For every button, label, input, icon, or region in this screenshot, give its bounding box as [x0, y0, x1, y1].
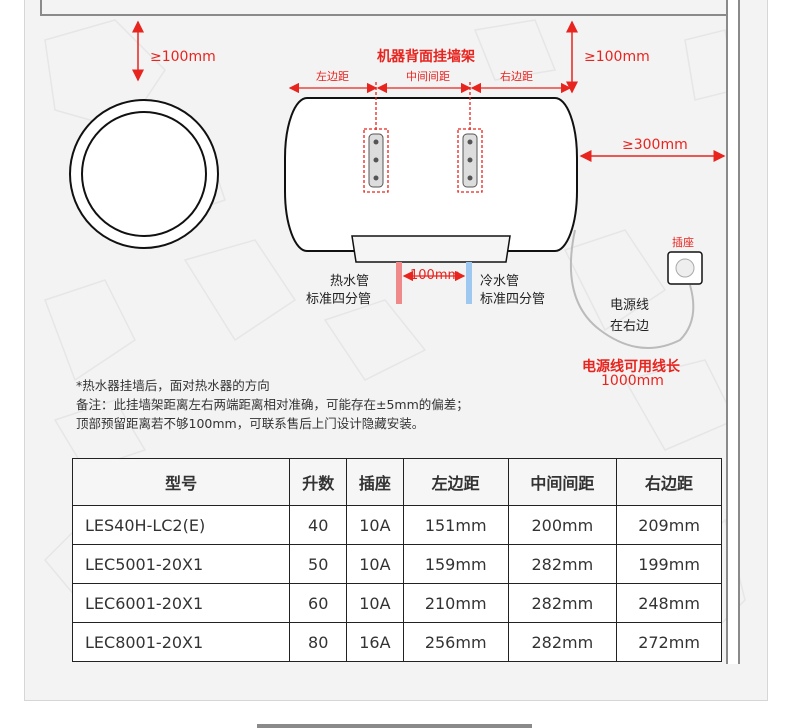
cell-capacity: 60	[289, 583, 348, 623]
top-clearance-left-label: ≥100mm	[150, 49, 216, 65]
cell-model: LEC8001-20X1	[71, 622, 291, 662]
header-left-distance: 左边距	[402, 458, 509, 506]
cell-model: LES40H-LC2(E)	[71, 505, 291, 545]
cell-left-distance: 159mm	[402, 544, 509, 584]
table-row: LES40H-LC2(E) 40 10A 151mm 200mm 209mm	[71, 505, 722, 545]
table-header-row: 型号 升数 插座 左边距 中间间距 右边距	[71, 458, 722, 506]
cell-left-distance: 151mm	[402, 505, 509, 545]
right-distance-label: 右边距	[500, 70, 533, 83]
header-right-distance: 右边距	[616, 458, 722, 506]
cord-label-line1: 电源线	[610, 298, 650, 313]
left-distance-label: 左边距	[316, 70, 349, 83]
socket-label: 插座	[672, 236, 694, 249]
cell-capacity: 80	[289, 622, 348, 662]
cell-right-distance: 209mm	[616, 505, 722, 545]
cell-middle-distance: 282mm	[507, 583, 618, 623]
cord-length-line2: 1000mm	[601, 373, 664, 389]
table-row: LEC5001-20X1 50 10A 159mm 282mm 199mm	[71, 544, 722, 584]
cold-pipe-spec: 标准四分管	[480, 292, 546, 307]
wall-right-outline	[726, 0, 740, 664]
power-cord	[569, 229, 695, 349]
table-row: LEC8001-20X1 80 16A 256mm 282mm 272mm	[71, 622, 722, 662]
cord-label-line2: 在右边	[610, 319, 650, 334]
note-line-3: 顶部预留距离若不够100mm，可联系售后上门设计隐藏安装。	[76, 416, 425, 431]
heater-side-view	[69, 99, 219, 249]
cold-water-pipe	[466, 262, 472, 304]
header-socket: 插座	[346, 458, 404, 506]
cell-socket: 10A	[346, 505, 404, 545]
cell-middle-distance: 282mm	[507, 544, 618, 584]
cell-model: LEC5001-20X1	[71, 544, 291, 584]
cold-pipe-label: 冷水管	[480, 274, 520, 289]
power-socket	[667, 251, 703, 285]
header-capacity: 升数	[289, 458, 348, 506]
cell-left-distance: 256mm	[402, 622, 509, 662]
side-clearance-label: ≥300mm	[622, 137, 688, 153]
cell-capacity: 40	[289, 505, 348, 545]
cell-right-distance: 199mm	[616, 544, 722, 584]
header-model: 型号	[71, 458, 291, 506]
installation-drawing	[69, 20, 726, 349]
bracket-distance-lines	[288, 82, 572, 132]
note-line-1: *热水器挂墙后，面对热水器的方向	[76, 378, 270, 393]
cord-length-line1: 电源线可用线长	[582, 359, 680, 375]
cell-middle-distance: 200mm	[507, 505, 618, 545]
note-line-2: 备注：此挂墙架距离左右两端距离相对准确，可能存在±5mm的偏差；	[76, 397, 469, 412]
wall-top-left-edge	[40, 0, 42, 16]
bracket-title: 机器背面挂墙架	[377, 49, 475, 65]
cell-middle-distance: 282mm	[507, 622, 618, 662]
table-row: LEC6001-20X1 60 10A 210mm 282mm 248mm	[71, 583, 722, 623]
cell-socket: 16A	[346, 622, 404, 662]
top-clearance-right-label: ≥100mm	[584, 49, 650, 65]
cell-socket: 10A	[346, 544, 404, 584]
cell-model: LEC6001-20X1	[71, 583, 291, 623]
heater-body	[284, 97, 578, 263]
spec-table: 型号 升数 插座 左边距 中间间距 右边距 LES40H-LC2(E) 40 1…	[71, 458, 722, 662]
cell-right-distance: 248mm	[616, 583, 722, 623]
hot-pipe-label: 热水管	[330, 274, 370, 289]
cell-socket: 10A	[346, 583, 404, 623]
hot-pipe-spec: 标准四分管	[306, 292, 372, 307]
cell-right-distance: 272mm	[616, 622, 722, 662]
cell-left-distance: 210mm	[402, 583, 509, 623]
hot-water-pipe	[396, 262, 402, 304]
cell-capacity: 50	[289, 544, 348, 584]
header-middle-distance: 中间间距	[507, 458, 618, 506]
bottom-divider	[257, 724, 532, 728]
pipe-gap-label: 100mm	[410, 268, 461, 283]
middle-distance-label: 中间间距	[406, 70, 450, 83]
